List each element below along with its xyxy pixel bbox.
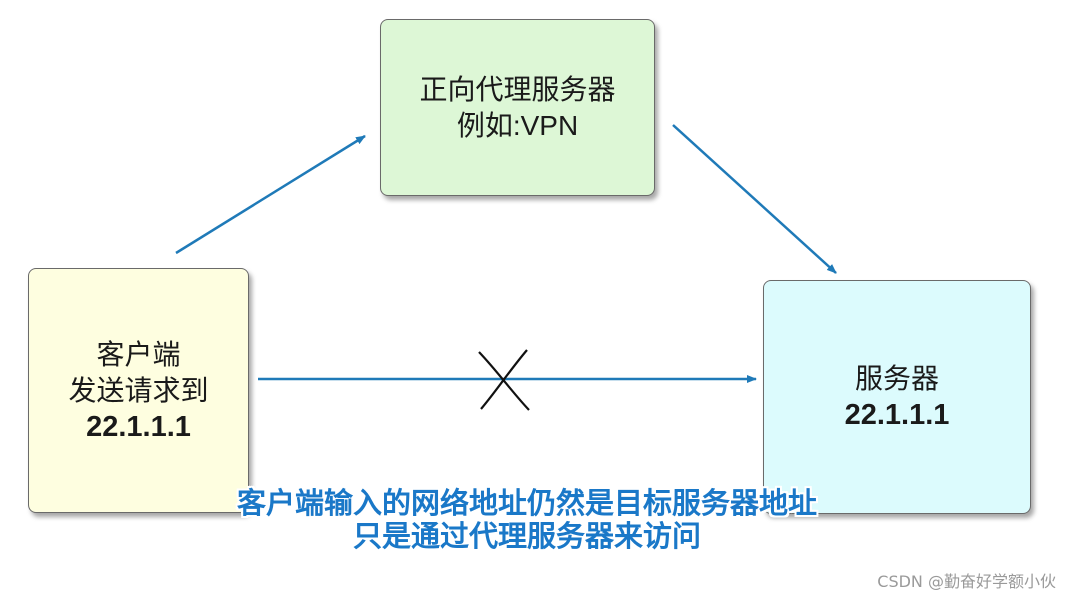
edge-proxy-to-server [672,124,837,274]
caption-line-1: 客户端输入的网络地址仍然是目标服务器地址 [236,486,817,520]
proxy-server-node: 正向代理服务器 例如:VPN [380,19,655,196]
proxy-node-title: 正向代理服务器 [419,72,616,106]
server-node-ip: 22.1.1.1 [844,399,950,431]
watermark: CSDN @勤奋好学额小伙 [877,572,1056,591]
client-node-title: 客户端 [96,337,181,371]
edge-client-to-proxy [175,134,366,255]
client-node-target-ip: 22.1.1.1 [86,410,191,443]
blocked-cross-icon [478,349,530,411]
client-node-action: 发送请求到 [68,373,209,407]
server-node: 服务器 22.1.1.1 [763,280,1031,514]
client-node: 客户端 发送请求到 22.1.1.1 [28,268,249,513]
caption-line-2: 只是通过代理服务器来访问 [352,519,701,553]
proxy-node-example: 例如:VPN [456,109,579,141]
server-node-title: 服务器 [854,362,939,395]
